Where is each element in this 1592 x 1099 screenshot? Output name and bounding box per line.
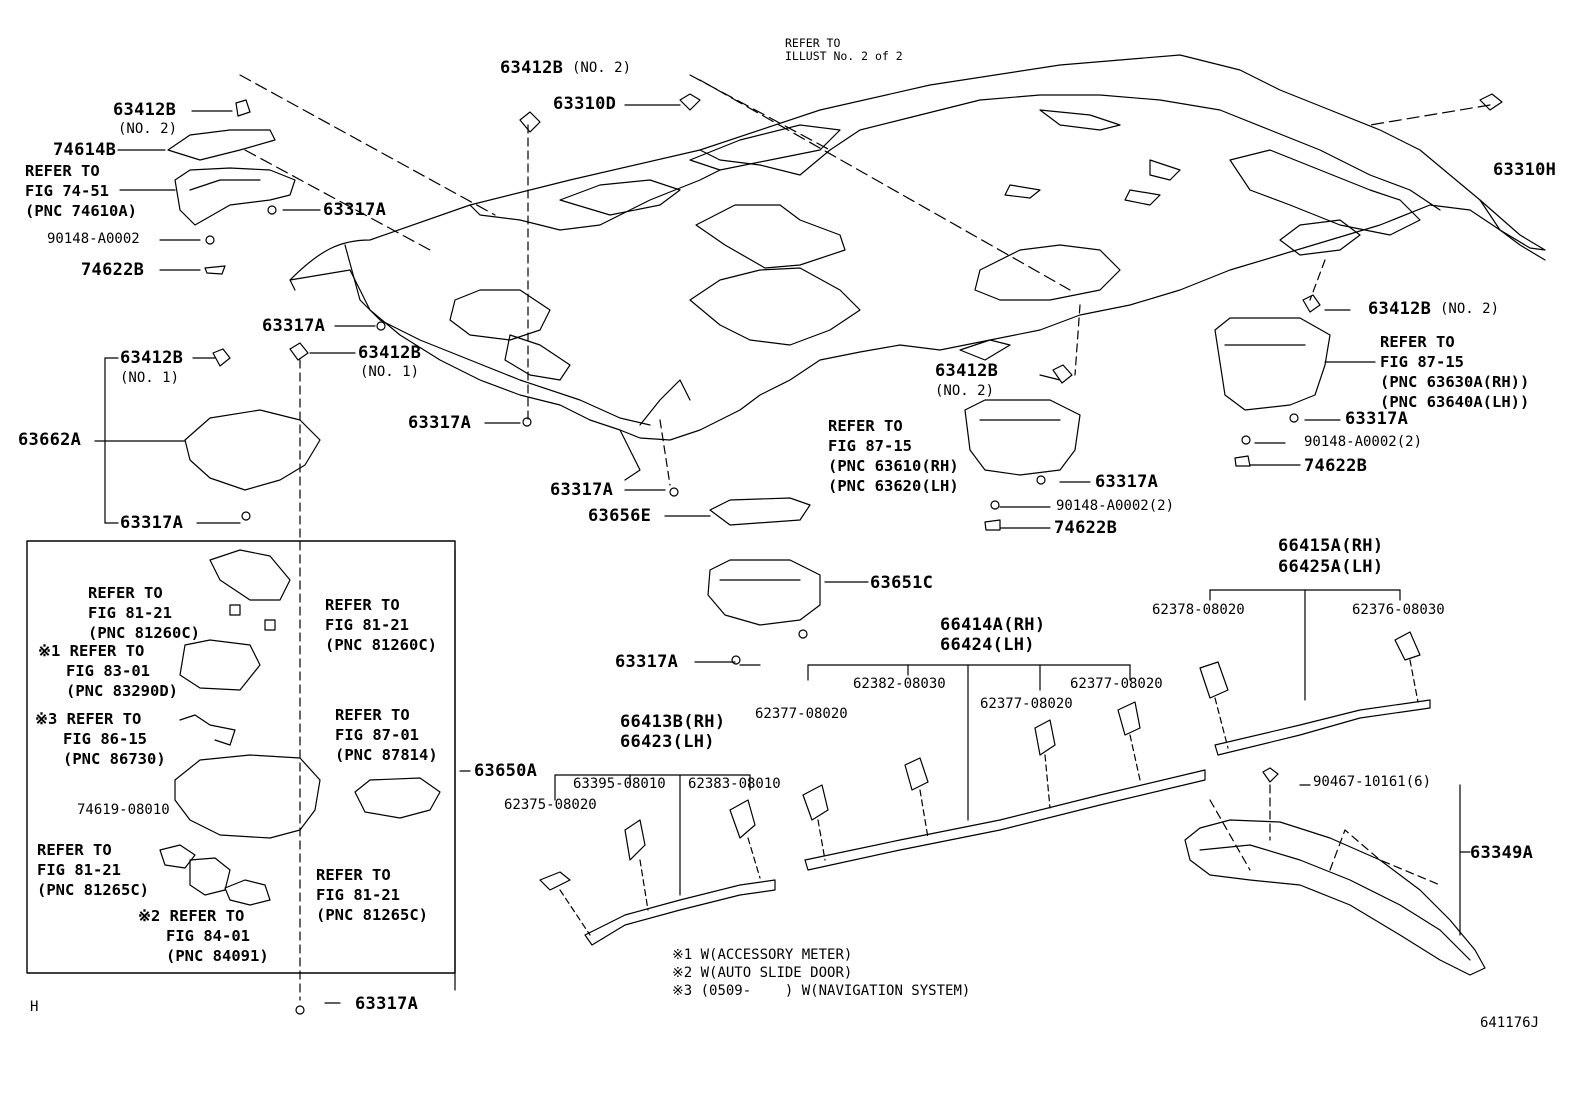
refer-illust-note: REFER TO ILLUST No. 2 of 2 bbox=[785, 36, 903, 63]
part-62382: 62382-08030 bbox=[853, 676, 946, 692]
part-66425A-lh: 66425A(LH) bbox=[1278, 557, 1384, 577]
part-66415A-rh: 66415A(RH) bbox=[1278, 536, 1384, 556]
footnote-1: ※1 W(ACCESSORY METER) bbox=[672, 947, 853, 963]
small-parts bbox=[204, 93, 1503, 1015]
part-63317A-3: 63317A bbox=[120, 513, 184, 533]
part-63412B-left-qualifier: (NO. 2) bbox=[118, 121, 178, 137]
part-74619: 74619-08010 bbox=[77, 802, 170, 818]
part-63412B-mid-qualifier: (NO. 2) bbox=[935, 383, 995, 399]
part-63650A: 63650A bbox=[474, 761, 538, 781]
part-63317A-7: 63317A bbox=[1345, 409, 1409, 429]
refer-81265C-a: REFER TO FIG 81-21 (PNC 81265C) bbox=[37, 841, 149, 899]
part-63412B-no1-b: 63412B bbox=[358, 343, 422, 363]
part-62378: 62378-08020 bbox=[1152, 602, 1245, 618]
corner-mark: H bbox=[30, 999, 39, 1015]
part-63317A-8: 63317A bbox=[615, 652, 679, 672]
refer-87814: REFER TO FIG 87-01 (PNC 87814) bbox=[335, 706, 438, 764]
part-63317A-6: 63317A bbox=[1095, 472, 1159, 492]
part-63412B-mid: 63412B bbox=[935, 361, 999, 381]
part-63412B-no1-a: 63412B bbox=[120, 348, 184, 368]
refer-81260C-a: REFER TO FIG 81-21 (PNC 81260C) bbox=[88, 584, 200, 642]
refer-81265C-b: REFER TO FIG 81-21 (PNC 81265C) bbox=[316, 866, 428, 924]
part-62383: 62383-08010 bbox=[688, 776, 781, 792]
footnote-3: ※3 (0509- ) W(NAVIGATION SYSTEM) bbox=[672, 983, 971, 999]
refer-81260C-b: REFER TO FIG 81-21 (PNC 81260C) bbox=[325, 596, 437, 654]
part-63349A: 63349A bbox=[1470, 843, 1534, 863]
part-90148-c: 90148-A0002(2) bbox=[1304, 434, 1423, 450]
part-66424-lh: 66424(LH) bbox=[940, 635, 1035, 655]
part-63412B-left: 63412B bbox=[113, 100, 177, 120]
part-90148-b: 90148-A0002(2) bbox=[1056, 498, 1175, 514]
refer-74610A: REFER TO FIG 74-51 (PNC 74610A) bbox=[25, 162, 137, 220]
part-63412B-no1-a-qualifier: (NO. 1) bbox=[120, 370, 180, 386]
part-66423-lh: 66423(LH) bbox=[620, 732, 715, 752]
inset-box bbox=[26, 540, 456, 974]
lamp-assemblies bbox=[159, 129, 1331, 906]
refer-86730: ※3 REFER TO FIG 86-15 (PNC 86730) bbox=[35, 710, 166, 768]
part-90467: 90467-10161(6) bbox=[1313, 774, 1432, 790]
part-63412B-no1-b-qualifier: (NO. 1) bbox=[360, 364, 420, 380]
part-90148-a: 90148-A0002 bbox=[47, 231, 140, 247]
part-63310D: 63310D bbox=[553, 94, 617, 114]
illustration-code: 641176J bbox=[1480, 1015, 1540, 1031]
part-63317A-1: 63317A bbox=[323, 200, 387, 220]
part-62377-c: 62377-08020 bbox=[1070, 676, 1163, 692]
part-62375: 62375-08020 bbox=[504, 797, 597, 813]
part-63317A-5: 63317A bbox=[550, 480, 614, 500]
part-62377-b: 62377-08020 bbox=[980, 696, 1073, 712]
part-63656E: 63656E bbox=[588, 506, 652, 526]
rear-panel bbox=[1184, 784, 1486, 976]
footnote-2: ※2 W(AUTO SLIDE DOOR) bbox=[672, 965, 853, 981]
roof-trims bbox=[539, 631, 1431, 946]
part-62377-a: 62377-08020 bbox=[755, 706, 848, 722]
part-62376: 62376-08030 bbox=[1352, 602, 1445, 618]
part-63317A-2: 63317A bbox=[262, 316, 326, 336]
part-74622B-c: 74622B bbox=[1304, 456, 1368, 476]
part-63395: 63395-08010 bbox=[573, 776, 666, 792]
part-74614B: 74614B bbox=[53, 140, 117, 160]
part-66414A-rh: 66414A(RH) bbox=[940, 615, 1046, 635]
part-63317A-bottom: 63317A bbox=[355, 994, 419, 1014]
part-74622B-a: 74622B bbox=[81, 260, 145, 280]
headliner-illustration bbox=[289, 54, 1546, 481]
refer-63630A: REFER TO FIG 87-15 (PNC 63630A(RH)) (PNC… bbox=[1380, 333, 1530, 411]
refer-84091: ※2 REFER TO FIG 84-01 (PNC 84091) bbox=[138, 907, 269, 965]
part-63412B-right: 63412B bbox=[1368, 299, 1432, 319]
part-63317A-4: 63317A bbox=[408, 413, 472, 433]
part-74622B-b: 74622B bbox=[1054, 518, 1118, 538]
part-63412B-top-qualifier: (NO. 2) bbox=[572, 60, 632, 76]
part-63651C: 63651C bbox=[870, 573, 934, 593]
refer-83290D: ※1 REFER TO FIG 83-01 (PNC 83290D) bbox=[38, 642, 178, 700]
leader-lines bbox=[94, 74, 1491, 1004]
part-63412B-top: 63412B bbox=[500, 58, 564, 78]
part-66413B-rh: 66413B(RH) bbox=[620, 712, 726, 732]
part-63662A: 63662A bbox=[18, 430, 82, 450]
part-63310H: 63310H bbox=[1493, 160, 1557, 180]
part-63412B-right-qualifier: (NO. 2) bbox=[1440, 301, 1500, 317]
refer-63610: REFER TO FIG 87-15 (PNC 63610(RH) (PNC 6… bbox=[828, 417, 959, 495]
